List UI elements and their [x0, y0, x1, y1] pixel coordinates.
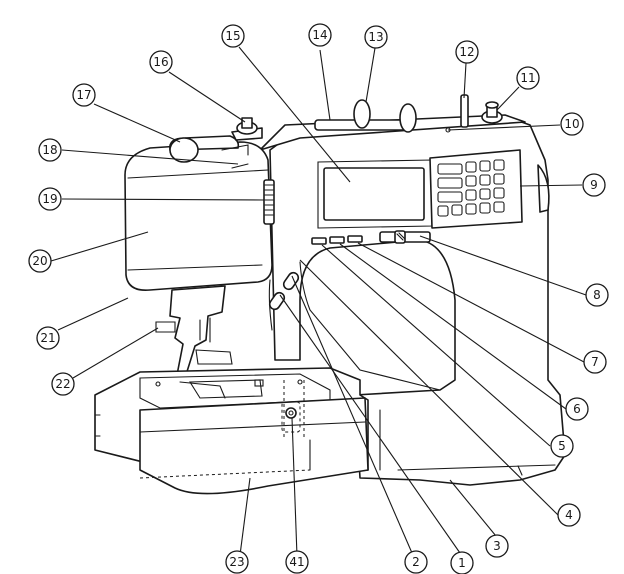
leader-line: [61, 198, 265, 201]
callout-number: 19: [42, 192, 57, 206]
callout-3: 3: [485, 534, 509, 558]
leader-line: [321, 244, 551, 447]
lcd-screen: [323, 167, 425, 221]
leader-line: [168, 71, 246, 123]
leader-line: [291, 417, 298, 557]
spool-disc-right: [399, 103, 417, 133]
machine-drawing: [94, 94, 566, 495]
leader-line: [72, 327, 159, 379]
accessory-box: [139, 397, 369, 495]
callout-number: 13: [368, 30, 383, 44]
callout-13: 13: [364, 25, 388, 49]
callout-number: 5: [558, 439, 566, 453]
callout-14: 14: [308, 23, 332, 47]
keypad-keys: [437, 159, 505, 217]
callout-number: 10: [564, 117, 579, 131]
presser-foot-assembly: [169, 285, 226, 381]
callout-4: 4: [557, 503, 581, 527]
handwheel: [169, 137, 199, 163]
callout-17: 17: [72, 83, 96, 107]
callout-2: 2: [404, 550, 428, 574]
callout-19: 19: [38, 187, 62, 211]
callout-number: 6: [573, 402, 581, 416]
callout-41: 41: [285, 550, 309, 574]
callout-number: 15: [225, 29, 240, 43]
callout-1: 1: [450, 551, 474, 574]
button-6: [329, 236, 345, 244]
leader-line: [57, 297, 129, 331]
callout-number: 11: [520, 71, 535, 85]
button-5: [311, 237, 327, 245]
spool-disc-left: [353, 99, 371, 129]
leader-line: [291, 275, 413, 554]
callout-number: 1: [458, 556, 466, 570]
callout-number: 17: [76, 88, 91, 102]
callout-number: 41: [289, 555, 304, 569]
callout-9: 9: [582, 173, 606, 197]
callout-22: 22: [51, 372, 75, 396]
callout-6: 6: [565, 397, 589, 421]
side-handwheel: [537, 164, 550, 213]
leader-line: [496, 86, 520, 111]
callout-21: 21: [36, 326, 60, 350]
face-plate: [124, 141, 273, 292]
callout-number: 14: [312, 28, 327, 42]
leader-line: [463, 62, 467, 99]
callout-10: 10: [560, 112, 584, 136]
leader-line: [339, 243, 567, 410]
latch: [285, 407, 297, 419]
spool-pin: [460, 94, 469, 128]
leader-line: [447, 124, 561, 131]
callout-7: 7: [583, 350, 607, 374]
leader-line: [239, 477, 251, 556]
callout-12: 12: [455, 40, 479, 64]
callout-18: 18: [38, 138, 62, 162]
leader-line: [238, 46, 351, 183]
callout-number: 4: [565, 508, 573, 522]
leader-line: [519, 184, 583, 187]
callout-16: 16: [149, 50, 173, 74]
leader-line: [50, 231, 149, 262]
leader-line: [279, 294, 461, 554]
leader-line: [93, 103, 181, 143]
callout-number: 22: [55, 377, 70, 391]
callout-number: 7: [591, 355, 599, 369]
callout-number: 8: [593, 288, 601, 302]
leader-line: [299, 259, 559, 516]
callout-number: 12: [459, 45, 474, 59]
callout-number: 2: [412, 555, 420, 569]
leader-line: [319, 49, 331, 121]
callout-8: 8: [585, 283, 609, 307]
leader-line: [419, 235, 587, 296]
callout-20: 20: [28, 249, 52, 273]
callout-number: 16: [153, 55, 168, 69]
callout-5: 5: [550, 434, 574, 458]
callout-number: 9: [590, 178, 598, 192]
callout-number: 23: [229, 555, 244, 569]
callout-number: 18: [42, 143, 57, 157]
leader-line: [357, 242, 585, 363]
leader-line: [365, 47, 376, 103]
leader-line: [61, 149, 239, 165]
tension-dial: [263, 179, 275, 225]
callout-11: 11: [516, 66, 540, 90]
callout-number: 3: [493, 539, 501, 553]
callouts: 1 2 3 4 5 6 7 8: [28, 23, 609, 574]
button-7: [347, 235, 363, 243]
callout-number: 20: [32, 254, 47, 268]
callout-number: 21: [40, 331, 55, 345]
callout-15: 15: [221, 24, 245, 48]
callout-23: 23: [225, 550, 249, 574]
